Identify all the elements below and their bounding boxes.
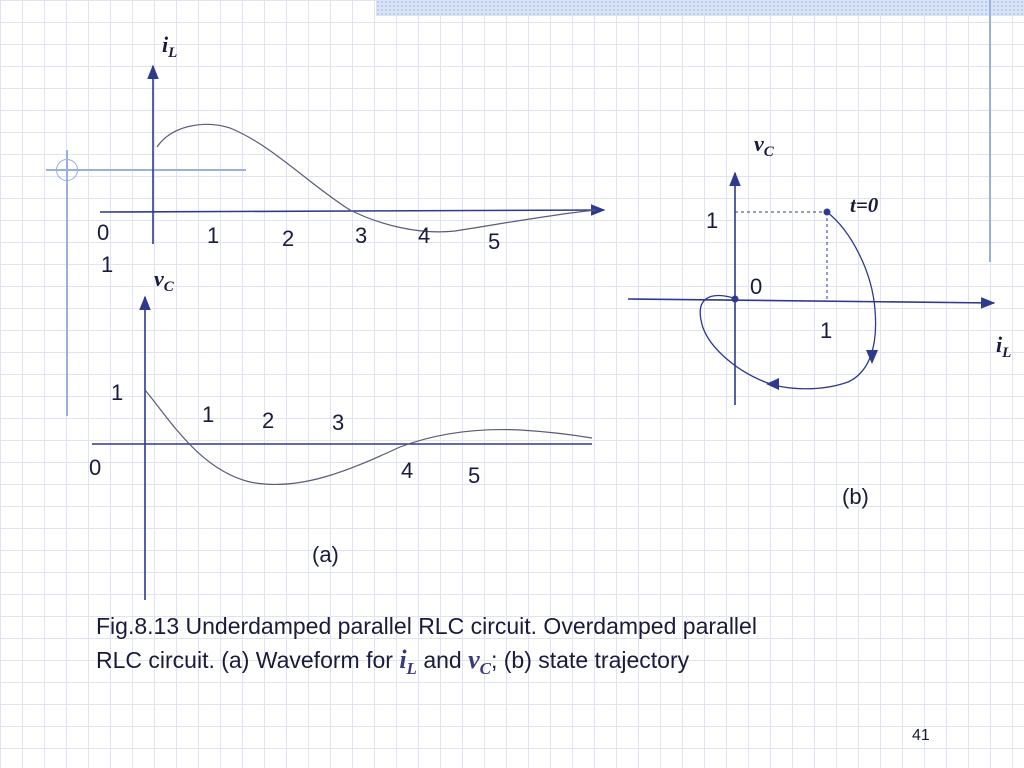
left-horizontal-rule xyxy=(46,169,246,171)
state-trajectory-curve xyxy=(699,211,877,390)
trajectory-arrow-bottom xyxy=(766,378,779,390)
pb-y-axis-label: vC xyxy=(754,131,775,160)
plot-a-top: iL 0 1 2 3 4 5 1 xyxy=(97,32,606,277)
pb-x-axis xyxy=(627,297,996,309)
start-point xyxy=(823,208,831,216)
caption-var-vc: vC xyxy=(468,645,491,679)
plot-a-bottom: vC 1 1 2 3 0 4 5 xyxy=(89,266,593,600)
trajectory-arrow-right xyxy=(866,350,878,364)
pb-x-axis-label: iL xyxy=(996,332,1011,361)
pb-origin-label: 0 xyxy=(750,274,762,299)
page-number: 41 xyxy=(912,727,930,744)
ia-y-axis-label: iL xyxy=(162,32,177,61)
va-y-axis-label: vC xyxy=(154,266,175,295)
vc-waveform-curve xyxy=(144,389,593,486)
caption-var-il: iL xyxy=(399,645,417,679)
va-upper-tick-2: 2 xyxy=(262,408,274,433)
pb-start-label: t=0 xyxy=(850,193,879,217)
va-y-tick-1: 1 xyxy=(111,380,123,405)
va-lower-tick-0: 0 xyxy=(89,455,101,480)
va-upper-tick-3: 3 xyxy=(332,410,344,435)
corner-ring-ornament xyxy=(56,159,78,181)
label-b: (b) xyxy=(842,484,869,509)
figure-caption: Fig.8.13 Underdamped parallel RLC circui… xyxy=(96,610,956,685)
caption-line-1: Fig.8.13 Underdamped parallel RLC circui… xyxy=(96,613,757,639)
left-vertical-rule xyxy=(66,150,68,416)
origin-point xyxy=(731,295,739,303)
ia-tick-2: 2 xyxy=(282,226,294,251)
pb-x-tick-1: 1 xyxy=(820,318,832,343)
caption-line-2-start: RLC circuit. (a) Waveform for xyxy=(96,647,393,673)
va-lower-tick-5: 5 xyxy=(468,463,480,488)
label-a: (a) xyxy=(312,542,339,567)
il-waveform-curve xyxy=(156,123,597,233)
ia-tick-5: 5 xyxy=(488,229,500,254)
right-vertical-rule xyxy=(989,0,991,262)
pb-y-tick-1: 1 xyxy=(706,208,718,233)
ia-below-origin-label: 1 xyxy=(101,252,113,277)
ia-tick-3: 3 xyxy=(355,223,367,248)
header-band xyxy=(376,0,1024,16)
ia-tick-4: 4 xyxy=(418,223,430,248)
ia-tick-0: 0 xyxy=(97,220,109,245)
ia-tick-1: 1 xyxy=(207,223,219,248)
caption-and: and xyxy=(423,647,462,673)
va-upper-tick-1: 1 xyxy=(202,402,214,427)
plot-b: vC iL t=0 1 0 1 xyxy=(627,131,1011,405)
va-lower-tick-4: 4 xyxy=(401,458,413,483)
caption-line-2-end: ; (b) state trajectory xyxy=(490,647,690,673)
